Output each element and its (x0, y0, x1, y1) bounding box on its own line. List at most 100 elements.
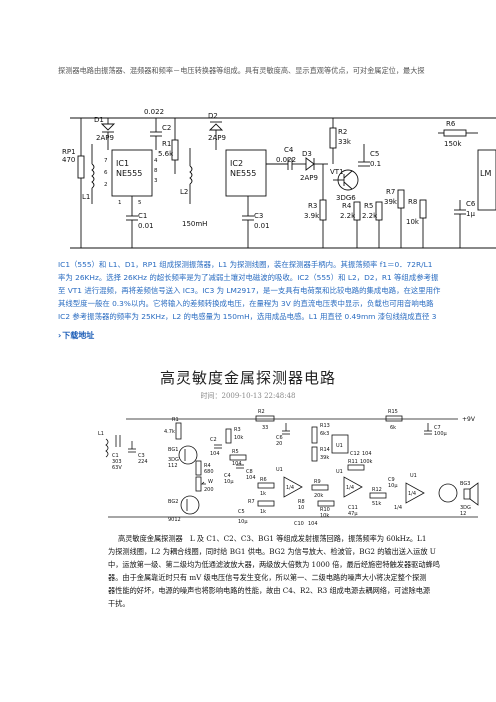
s2-label-c11-value: 47μ (348, 511, 358, 517)
label-c4-value: 0.022 (276, 156, 296, 164)
label-d3-type: 2AP9 (300, 174, 318, 182)
s2-label-c8-value: 104 (246, 475, 256, 481)
label-d1-type: 2AP9 (96, 134, 114, 142)
paragraph-line-4: 其线型度一般在 0.3%以内。它将输入的差频转换成电压，在量程为 3V 的直流电… (58, 299, 434, 308)
label-ic2: IC2 (230, 159, 243, 168)
label-d2: D2 (208, 112, 218, 120)
description-line-6: 干扰。 (108, 599, 130, 608)
label-r1: R1 (162, 140, 171, 148)
s2-label-bg2: BG2 (168, 499, 178, 505)
arrow-icon: › (58, 331, 62, 340)
paragraph-line-3: 至 VT1 进行混频，再将差频信号送入 IC3。IC3 为 LM2917，是一支… (58, 286, 441, 295)
label-vt1-type: 3DG6 (336, 194, 356, 202)
s2-label-bg1-type: 3DG (168, 457, 179, 463)
s2-label-c2: C2 (210, 437, 217, 443)
s2-label-c6: C6 (276, 435, 283, 441)
s2-label-r7: R7 (248, 499, 255, 505)
s2-label-quarter-c: 1/4 (408, 491, 416, 497)
s2-label-r4: R4 (204, 463, 211, 469)
description-line-4: 器。由于金属靠近时只有 mV 级电压信号发生变化，所以第一、二级电路的噪声大小将… (108, 573, 427, 582)
label-r8: R8 (408, 198, 417, 206)
s2-label-r14-value: 39k (320, 455, 329, 461)
pin-6: 6 (104, 170, 108, 176)
label-c6-value: 1μ (466, 210, 475, 218)
s2-label-quarter-b: 1/4 (346, 485, 354, 491)
label-c1-value: 0.01 (138, 222, 154, 230)
s2-label-r1-value: 4.7k (164, 429, 175, 435)
s2-label-c4-value: 10μ (224, 479, 234, 485)
s2-label-u1-c: U1 (336, 443, 343, 449)
label-l2-value: 150mH (182, 220, 207, 228)
s2-label-c7: C7 (434, 425, 441, 431)
label-ic2-type: NE555 (230, 169, 256, 178)
s2-label-u1-b: U1 (336, 469, 343, 475)
s2-label-c4: C4 (224, 473, 231, 479)
description-line-3: 中，运放第一级、第二级均为低通滤波放大器，两级放大倍数为 1000 倍，最后经施… (108, 560, 440, 569)
article-title: 高灵敏度金属探测器电路 (159, 369, 336, 387)
s2-label-c12-value: 104 (362, 451, 372, 457)
label-c3: C3 (254, 212, 263, 220)
paragraph-line-1: IC1（555）和 L1、D1，RP1 组成探测振荡器，L1 为探测线圈，装在探… (58, 260, 433, 269)
s2-label-supply: +9V (462, 416, 476, 423)
label-r6: R6 (446, 120, 456, 128)
s2-label-r8-value: 10 (298, 505, 304, 511)
label-r5: R5 (364, 202, 373, 210)
label-c3-value: 0.01 (254, 222, 270, 230)
description-line-2: 为探测线圈，L2 为耦合线圈，同时给 BG1 供电。BG2 为信号放大、检波管，… (108, 547, 436, 556)
download-link[interactable]: ›下载地址 (58, 330, 94, 341)
label-d3: D3 (302, 150, 312, 158)
intro-text: 探测器电路由振荡器、混频器和频率－电压转换器等组成。具有灵敏度高、显示直观等优点… (58, 66, 425, 75)
label-ic1: IC1 (116, 159, 129, 168)
label-l2: L2 (180, 188, 188, 196)
label-r1-value: 5.6k (158, 150, 174, 158)
label-r2-value: 33k (338, 138, 352, 146)
label-r5-value: 2.2k (362, 212, 378, 220)
s2-label-c6-value: 20 (276, 441, 282, 447)
label-c5-value: 0.1 (370, 160, 381, 168)
s2-label-l1: L1 (98, 431, 104, 437)
s2-label-bg2-type: 9012 (168, 517, 181, 523)
pin-1: 1 (118, 200, 122, 206)
s2-label-c11: C11 (348, 505, 358, 511)
label-r4: R4 (342, 202, 352, 210)
s2-label-r10-value: 10k (320, 513, 329, 519)
s2-label-r5-value: 104 (232, 461, 242, 467)
s2-label-r13: R13 (320, 423, 330, 429)
s2-label-r2-value: 33 (262, 425, 268, 431)
label-ic1-type: NE555 (116, 169, 142, 178)
s2-label-r7-value: 1k (260, 509, 266, 515)
s2-label-r15: R15 (388, 409, 398, 415)
s2-label-c10: C10 (294, 521, 304, 527)
label-d1: D1 (94, 116, 104, 124)
s2-label-r1: R1 (172, 417, 179, 423)
label-rp1: RP1 (62, 148, 76, 156)
paragraph-line-5: IC2 参考振荡器的频率为 25KHz，L2 的电感量为 150mH，选用成品电… (58, 312, 437, 321)
label-d2-type: 2AP9 (208, 134, 226, 142)
s2-label-r10: R10 (320, 507, 330, 513)
label-r8-value: 10k (406, 218, 420, 226)
s2-label-c1-value: 303 (112, 459, 122, 465)
s2-label-r11: R11 (348, 459, 358, 465)
label-c4: C4 (284, 146, 294, 154)
s2-label-u1-d: U1 (410, 473, 417, 479)
pin-8: 8 (154, 168, 158, 174)
paragraph-line-2: 率为 26KHz。选择 26KHz 的超长频率是为了减弱土壤对电磁波的吸收。IC… (58, 273, 439, 282)
s2-label-w-value: 200 (204, 487, 214, 493)
s2-label-r3-value: 10k (234, 435, 243, 441)
s2-label-c5: C5 (238, 509, 245, 515)
label-c2: C2 (162, 124, 171, 132)
label-vt1: VT1 (330, 168, 344, 176)
pin-5: 5 (138, 200, 142, 206)
s2-label-r9: R9 (314, 479, 321, 485)
s2-label-r15-value: 6k (390, 425, 396, 431)
s2-label-r2: R2 (258, 409, 265, 415)
s2-label-r4-value: 680 (204, 469, 214, 475)
s2-label-c3: C3 (138, 453, 145, 459)
label-c2-value: 0.022 (144, 108, 164, 116)
s2-label-c8: C8 (246, 469, 253, 475)
label-r3-value: 3.9k (304, 212, 320, 220)
s2-label-r13-value: 6k3 (320, 431, 329, 437)
s2-label-quarter-a: 1/4 (286, 485, 294, 491)
label-c1: C1 (138, 212, 147, 220)
label-r4-value: 2.2k (340, 212, 356, 220)
